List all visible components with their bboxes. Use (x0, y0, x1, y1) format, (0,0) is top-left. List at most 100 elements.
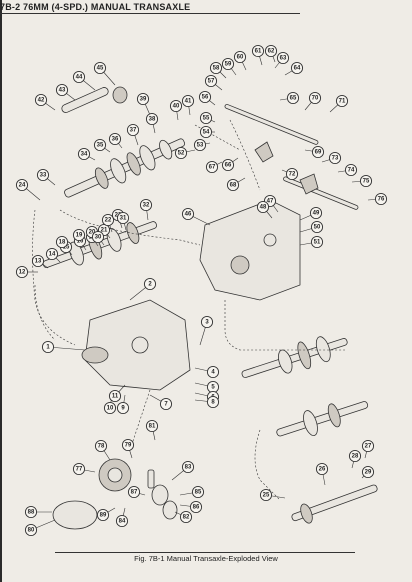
callout-circle (72, 228, 86, 242)
input-shaft (64, 138, 186, 198)
callout-circle (206, 365, 220, 379)
alignment-line (224, 300, 345, 351)
callout-84: 84 (115, 514, 129, 528)
leader-lines (21, 50, 382, 531)
callout-number: 32 (143, 202, 150, 208)
callout-49: 49 (309, 206, 323, 220)
callout-circle (174, 146, 188, 160)
callout-circle (311, 145, 325, 159)
callout-circle (139, 198, 153, 212)
callout-circle (199, 111, 213, 125)
callout-circle (108, 132, 122, 146)
callout-number: 31 (120, 215, 127, 221)
callout-circle (24, 523, 38, 537)
callout-68: 68 (226, 178, 240, 192)
callout-number: 54 (203, 129, 210, 135)
callout-number: 73 (332, 155, 339, 161)
callout-73: 73 (328, 151, 342, 165)
callout-53: 53 (193, 138, 207, 152)
pinion-shaft (291, 484, 378, 522)
gear (69, 241, 84, 266)
callout-60: 60 (233, 50, 247, 64)
callout-12: 12 (15, 265, 29, 279)
callout-82: 82 (179, 510, 193, 524)
callout-40: 40 (169, 99, 183, 113)
differential-bore (107, 467, 123, 483)
callout-76: 76 (374, 192, 388, 206)
callout-number: 89 (100, 512, 107, 518)
callout-24: 24 (15, 178, 29, 192)
callout-circle (348, 449, 362, 463)
header-rule (0, 13, 300, 14)
cover (81, 346, 109, 364)
callout-circle (34, 93, 48, 107)
callout-circle (72, 462, 86, 476)
gear (139, 145, 156, 171)
callout-number: 74 (348, 167, 355, 173)
callout-number: 50 (314, 224, 321, 230)
callout-number: 40 (173, 103, 180, 109)
callout-number: 13 (35, 258, 42, 264)
callout-number: 41 (185, 98, 192, 104)
callout-27: 27 (361, 439, 375, 453)
alignment-lines (32, 119, 345, 501)
callout-circle (72, 70, 86, 84)
gear (327, 403, 341, 428)
callout-number: 57 (208, 78, 215, 84)
callout-number: 84 (119, 518, 126, 524)
callout-circle (315, 462, 329, 476)
callout-number: 10 (107, 405, 114, 411)
callout-circle (204, 74, 218, 88)
callout-number: 42 (38, 97, 45, 103)
callout-37: 37 (126, 123, 140, 137)
callout-circle (116, 401, 130, 415)
callout-number: 5 (211, 384, 215, 390)
callout-number: 83 (185, 464, 192, 470)
callout-number: 56 (202, 94, 209, 100)
case-bore (230, 255, 250, 275)
callout-41: 41 (181, 94, 195, 108)
callout-89: 89 (96, 508, 110, 522)
callout-circle (77, 147, 91, 161)
callout-26: 26 (315, 462, 329, 476)
callout-number: 26 (319, 466, 326, 472)
callout-number: 12 (19, 269, 26, 275)
callout-51: 51 (310, 235, 324, 249)
callout-61: 61 (251, 44, 265, 58)
callout-19: 19 (72, 228, 86, 242)
callout-number: 82 (183, 514, 190, 520)
callout-45: 45 (93, 61, 107, 75)
callout-circle (335, 94, 349, 108)
side-gear (162, 500, 178, 520)
callout-circle (126, 123, 140, 137)
callout-55: 55 (199, 111, 213, 125)
callout-circle (205, 160, 219, 174)
callout-number: 71 (339, 98, 346, 104)
callout-circle (251, 44, 265, 58)
callout-number: 1 (46, 344, 50, 350)
callout-circle (308, 91, 322, 105)
callout-69: 69 (311, 145, 325, 159)
page-edge (0, 0, 2, 582)
callout-number: 34 (81, 151, 88, 157)
callout-circle (169, 99, 183, 113)
callout-number: 55 (203, 115, 210, 121)
callout-30: 30 (91, 230, 105, 244)
callout-4: 4 (206, 365, 220, 379)
callout-number: 59 (225, 61, 232, 67)
callout-circle (221, 57, 235, 71)
callout-58: 58 (209, 61, 223, 75)
callout-number: 58 (213, 65, 220, 71)
callout-10: 10 (103, 401, 117, 415)
callout-number: 49 (313, 210, 320, 216)
callout-number: 47 (267, 198, 274, 204)
callout-number: 78 (98, 443, 105, 449)
callout-59: 59 (221, 57, 235, 71)
ring-gear (52, 500, 98, 530)
callout-48: 48 (256, 200, 270, 214)
bearing (159, 139, 173, 160)
callout-25: 25 (259, 488, 273, 502)
pinion-pin (147, 469, 155, 489)
callout-number: 67 (209, 164, 216, 170)
